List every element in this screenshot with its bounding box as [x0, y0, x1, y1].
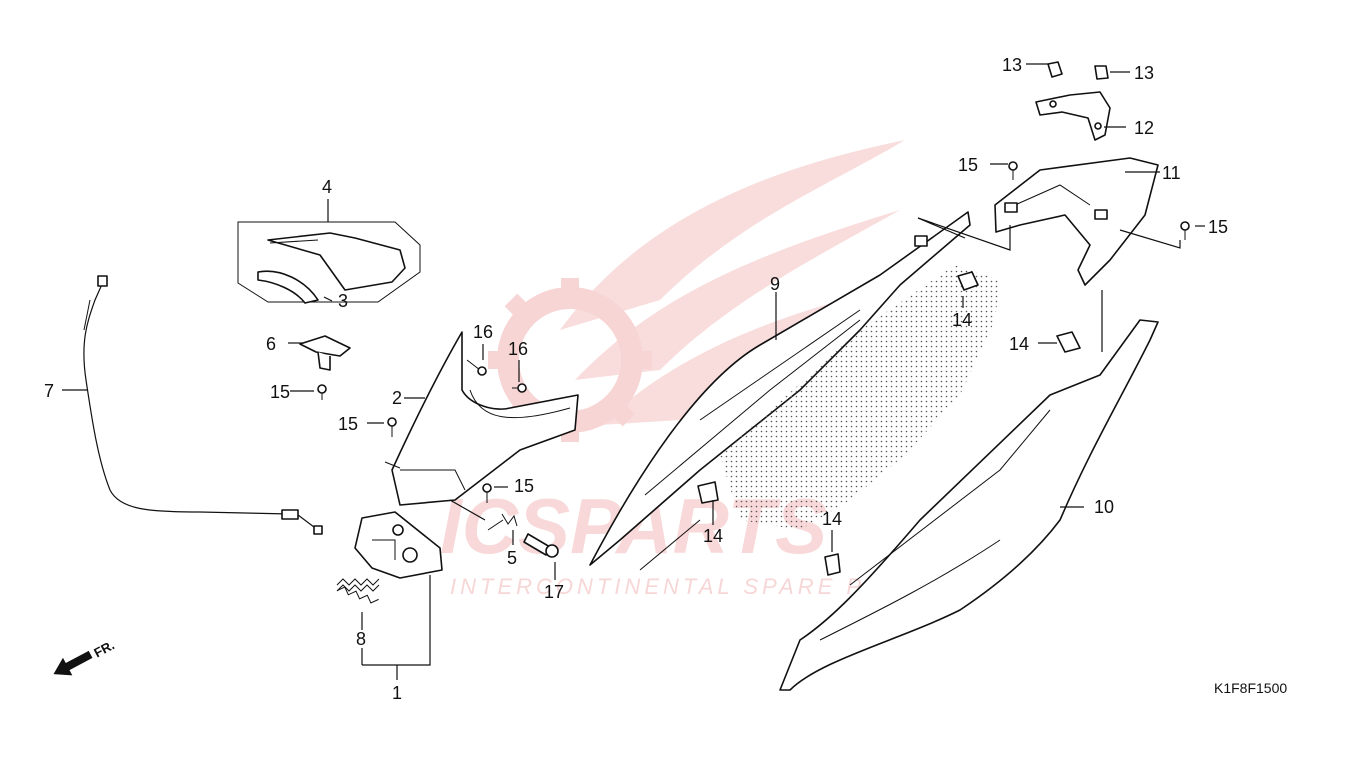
- clip-14d: [824, 553, 841, 576]
- callout-10: 10: [1094, 497, 1114, 517]
- screw-15e: [1180, 221, 1190, 240]
- bolt-13a: [1047, 61, 1063, 78]
- callout-1: 1: [392, 683, 402, 703]
- screw-16b: [512, 383, 527, 393]
- part-4-assembly: [237, 221, 421, 304]
- part-5-spring: [487, 513, 518, 531]
- callout-17: 17: [544, 582, 564, 602]
- part-9-side-rail: [589, 211, 971, 571]
- part-6-bracket: [299, 335, 351, 371]
- callout-15b: 15: [338, 414, 358, 434]
- bolt-13b: [1094, 65, 1109, 80]
- callout-16a: 16: [473, 322, 493, 342]
- callout-2: 2: [392, 388, 402, 408]
- callout-labels: 7 2 3 4 6 15 15 15 16 16 5 17 8 1 9 10 1…: [44, 55, 1228, 703]
- screw-15a: [317, 384, 327, 400]
- callout-4: 4: [322, 177, 332, 197]
- part-2-inner-cover: [384, 331, 579, 506]
- callout-6: 6: [266, 334, 276, 354]
- front-direction-arrow: FR.: [53, 637, 117, 676]
- direction-label: FR.: [91, 637, 117, 660]
- clip-14b: [1056, 331, 1081, 353]
- leader-lines: [62, 63, 1205, 680]
- callout-15e: 15: [1208, 217, 1228, 237]
- callout-14a: 14: [952, 310, 972, 330]
- callout-3: 3: [338, 291, 348, 311]
- part-10-side-cover: [779, 319, 1159, 691]
- callout-14c: 14: [703, 526, 723, 546]
- callout-14d: 14: [822, 509, 842, 529]
- part-1-latch: [354, 511, 443, 579]
- callout-15c: 15: [514, 476, 534, 496]
- callout-13b: 13: [1134, 63, 1154, 83]
- cable-part: [83, 275, 323, 535]
- part-12-bracket: [1035, 91, 1111, 141]
- part-11-tail-cover: [994, 157, 1159, 286]
- screw-15d: [1008, 161, 1018, 180]
- part-8-spring: [336, 578, 380, 604]
- callout-15a: 15: [270, 382, 290, 402]
- diagram-code: K1F8F1500: [1214, 680, 1287, 696]
- part-17-pin: [523, 533, 559, 558]
- clip-14c: [697, 481, 719, 504]
- callout-15d: 15: [958, 155, 978, 175]
- callout-5: 5: [507, 548, 517, 568]
- screw-15c: [482, 483, 492, 503]
- callout-9: 9: [770, 274, 780, 294]
- screw-15b: [387, 417, 397, 437]
- shaded-area: [720, 265, 1000, 530]
- clip-14a: [957, 271, 979, 291]
- callout-13a: 13: [1002, 55, 1022, 75]
- callout-16b: 16: [508, 339, 528, 359]
- callout-14b: 14: [1009, 334, 1029, 354]
- callout-8: 8: [356, 629, 366, 649]
- arrow-left-icon: [53, 650, 93, 676]
- callout-12: 12: [1134, 118, 1154, 138]
- callout-11: 11: [1162, 163, 1181, 183]
- callout-7: 7: [44, 381, 54, 401]
- screw-16a: [466, 359, 487, 376]
